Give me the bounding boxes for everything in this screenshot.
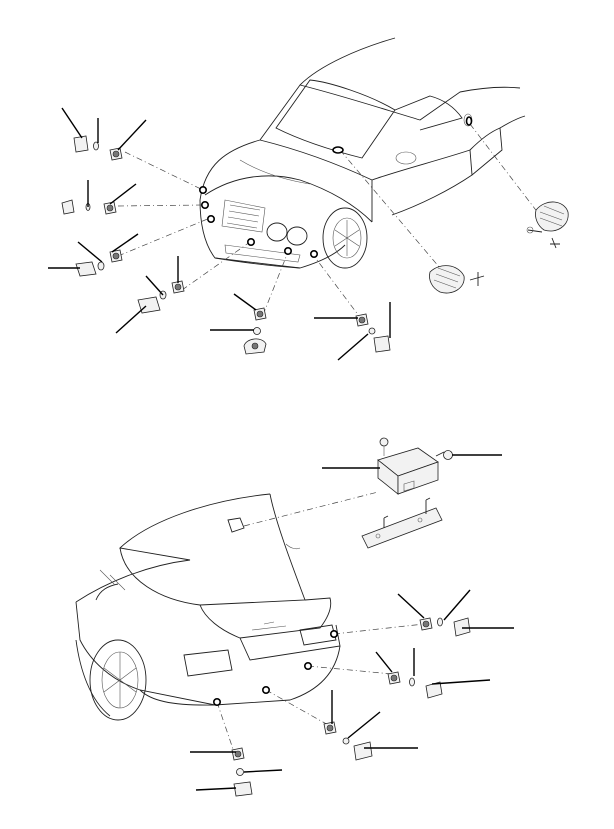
sensor-location-marker xyxy=(283,247,292,256)
seal-ring-icon xyxy=(409,677,415,687)
rear-connection-lines xyxy=(216,491,425,753)
seal-ring-icon xyxy=(93,141,99,151)
sensor-bracket-icon xyxy=(353,741,373,761)
rear-sensor-markers xyxy=(213,629,338,706)
front-sensor-markers xyxy=(199,116,473,259)
rear-car-body xyxy=(75,493,341,721)
front-parts xyxy=(61,135,569,355)
sensor-location-marker xyxy=(303,661,312,670)
sensor-bracket-icon xyxy=(75,261,97,277)
sensor-location-marker xyxy=(261,685,270,694)
seal-ring-icon xyxy=(368,327,376,335)
sensor-location-marker xyxy=(213,697,222,706)
rear-parts xyxy=(231,617,471,797)
sensor-bracket-icon xyxy=(453,617,471,637)
seal-ring-icon xyxy=(437,617,443,627)
sensor-location-marker xyxy=(207,215,216,224)
sensor-location-marker xyxy=(329,629,338,638)
mounting-bracket-icon xyxy=(361,507,443,549)
rear-leader-lines xyxy=(190,454,514,791)
seal-ring-icon xyxy=(236,768,244,776)
control-module-icon xyxy=(429,265,465,294)
seal-ring-icon xyxy=(97,261,105,271)
sensor-location-marker xyxy=(465,116,473,126)
sensor-bracket-icon xyxy=(233,781,253,797)
sensor-location-marker xyxy=(247,238,256,247)
rear-control-module xyxy=(361,437,453,549)
sensor-location-marker xyxy=(332,146,344,154)
nut-icon xyxy=(379,437,389,447)
rear-car-view xyxy=(75,437,514,797)
sensor-bracket-icon xyxy=(73,135,89,153)
sensor-location-marker xyxy=(309,250,318,259)
front-connection-lines xyxy=(117,123,546,321)
sensor-bracket-icon xyxy=(61,199,75,215)
front-car-view xyxy=(48,37,569,361)
front-leader-lines xyxy=(48,107,391,361)
sensor-location-marker xyxy=(199,186,208,195)
sensor-location-marker xyxy=(201,201,210,210)
front-car-body xyxy=(199,37,526,269)
seal-ring-icon xyxy=(253,327,261,335)
nut-icon xyxy=(443,450,453,460)
seal-ring-icon xyxy=(342,737,350,745)
sensor-bracket-icon xyxy=(373,335,391,353)
